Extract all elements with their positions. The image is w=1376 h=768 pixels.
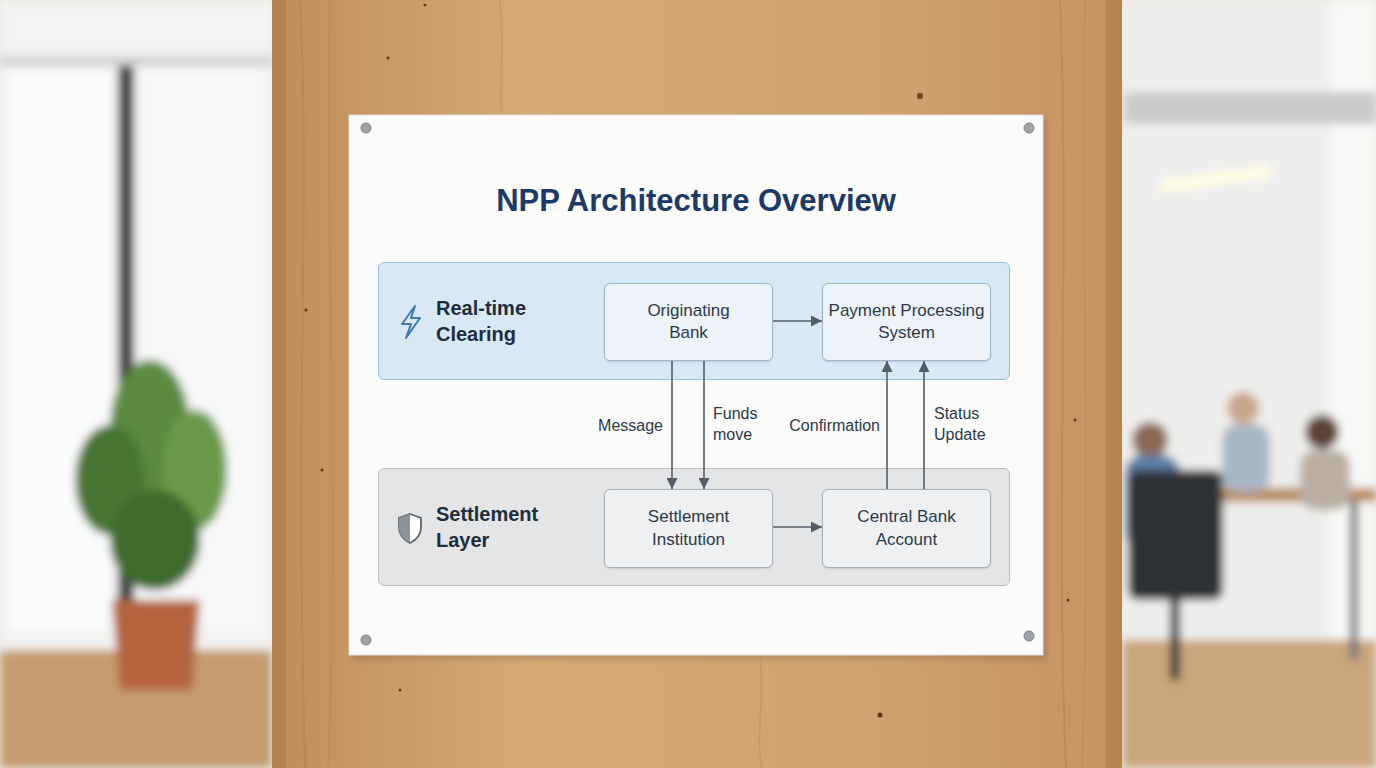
diagram-title: NPP Architecture Overview xyxy=(349,183,1043,219)
window-pane xyxy=(10,70,110,630)
box-label: Originating Bank xyxy=(629,300,749,344)
wood-grain xyxy=(759,660,762,768)
wood-grain xyxy=(1082,0,1086,768)
wood-knot xyxy=(305,309,308,312)
pin xyxy=(1024,123,1034,133)
connectors xyxy=(672,321,924,527)
shield-icon xyxy=(399,514,421,543)
lightning-icon xyxy=(402,306,420,338)
wood-grain xyxy=(500,0,502,112)
chair-stem xyxy=(1170,600,1180,680)
shield-icon-shade xyxy=(399,514,410,543)
person-head xyxy=(1132,422,1168,458)
box-label: Payment Processing System xyxy=(827,300,987,344)
ceiling-duct xyxy=(1125,92,1376,124)
layer-band: Settlement Layer Settlement Institution Ce… xyxy=(378,468,1010,586)
table-leg xyxy=(1350,500,1358,660)
plant-pot xyxy=(112,600,200,690)
pin xyxy=(1024,631,1034,641)
connector-label: Funds move xyxy=(713,404,773,446)
wood-knot xyxy=(321,469,324,472)
wood-knot xyxy=(1067,599,1070,602)
plant-leaf xyxy=(110,490,200,590)
flow-arrow xyxy=(671,361,673,489)
window-frame xyxy=(0,56,272,66)
flow-arrow xyxy=(923,361,925,489)
ceiling-lamp xyxy=(1160,164,1271,193)
box-label: Settlement Institution xyxy=(624,506,754,550)
floor xyxy=(1122,640,1376,768)
band-label: Settlement Layer xyxy=(436,469,556,585)
person-body xyxy=(1300,450,1350,510)
window-area xyxy=(0,0,272,660)
connector-label: Confirmation xyxy=(768,416,880,437)
wood-knot xyxy=(878,713,883,718)
poster xyxy=(349,115,1046,659)
wall xyxy=(1122,0,1376,768)
wood-knot xyxy=(1074,419,1077,422)
connector-label: Message xyxy=(583,416,663,437)
band-label: Real-time Clearing xyxy=(436,263,556,379)
wood-panel xyxy=(272,0,1122,768)
wood-grain xyxy=(328,0,333,768)
person-head xyxy=(1227,392,1259,424)
process-box: Settlement Institution xyxy=(604,489,773,568)
wood-grain xyxy=(1060,0,1066,768)
flow-arrow xyxy=(886,361,888,489)
panel-edge xyxy=(272,0,286,768)
wood-knot xyxy=(399,689,402,692)
person-head xyxy=(1305,415,1339,449)
wood-knot xyxy=(424,4,427,7)
process-box: Originating Bank xyxy=(604,283,773,361)
box-label: Central Bank Account xyxy=(842,506,972,550)
wood-knot xyxy=(917,93,923,99)
flow-arrow xyxy=(773,320,822,322)
office-chair xyxy=(1128,470,1223,600)
person-body xyxy=(1222,424,1270,492)
process-box: Central Bank Account xyxy=(822,489,991,568)
pin xyxy=(361,123,371,133)
wood-knot xyxy=(387,57,390,60)
poster-sheet xyxy=(349,115,1043,655)
wood-grain xyxy=(300,0,305,768)
process-box: Payment Processing System xyxy=(822,283,991,361)
panel-face xyxy=(272,0,1122,768)
flow-arrow xyxy=(773,526,822,528)
layer-band: Real-time Clearing Originating Bank Paymen… xyxy=(378,262,1010,380)
connector-label: Status Update xyxy=(934,404,1006,446)
flow-arrow xyxy=(703,361,705,489)
panel-edge xyxy=(1106,0,1122,768)
pin xyxy=(361,635,371,645)
